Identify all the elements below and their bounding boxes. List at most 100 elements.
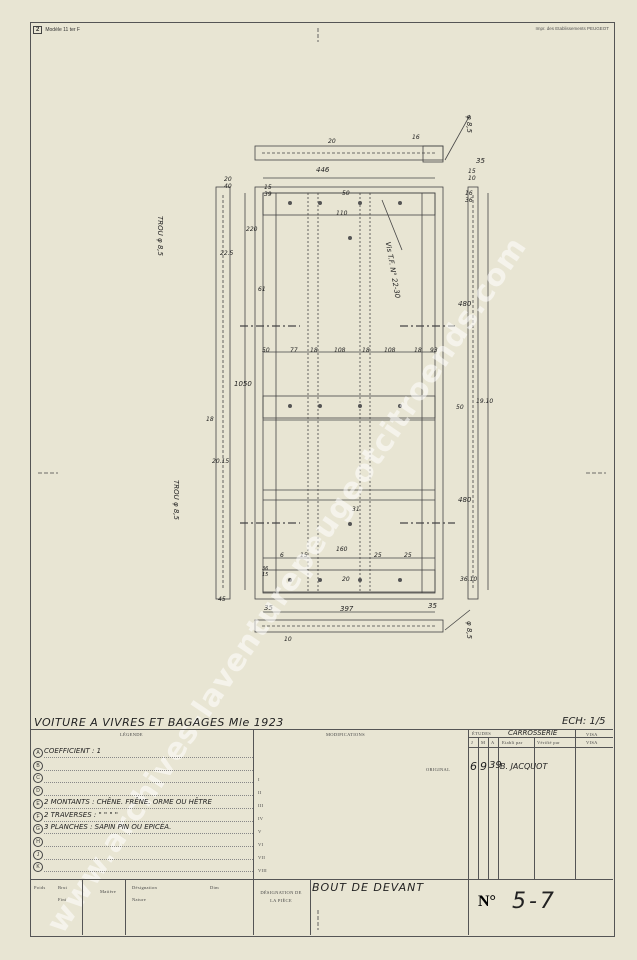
legend-letter: G	[33, 824, 43, 835]
col-verifie: Vérifié par	[537, 740, 560, 745]
legend-row: K	[30, 861, 253, 873]
legend-letter: E	[33, 798, 43, 809]
legend-text: 3 PLANCHES : SAPIN PIN OU EPICÉA.	[44, 823, 172, 832]
roman-5: V	[258, 829, 262, 834]
fini-label: Fini	[58, 897, 67, 902]
legend-letter: D	[33, 786, 43, 797]
original-by: B. JACQUOT	[500, 762, 548, 771]
note-trou-top: TROU φ 8,5	[155, 216, 164, 256]
dim-225: 22.5	[220, 250, 234, 257]
dim-b25b: 25	[404, 552, 412, 559]
roman-2: II	[258, 790, 262, 795]
dim-row-108b: 108	[384, 347, 396, 354]
legend-dotted-line	[44, 782, 253, 784]
roman-1: I	[258, 777, 260, 782]
note-trou-bot: TROU φ 8,5	[171, 480, 180, 520]
col-j: J	[471, 740, 474, 745]
dim-35-top: 35	[476, 157, 485, 165]
poids-label: Poids	[34, 885, 46, 890]
legend-letter: K	[33, 862, 43, 873]
top-rail	[262, 192, 436, 216]
dim-row-50: 50	[262, 347, 270, 354]
right-profile	[467, 186, 479, 600]
dim-row-18c: 18	[414, 347, 422, 354]
dim-row-18b: 18	[362, 347, 370, 354]
visa-sub: VISA	[586, 740, 598, 745]
legend-dotted-line	[44, 769, 253, 771]
legend-dotted-line	[44, 757, 253, 758]
legend-dotted-line	[44, 858, 253, 860]
dim-31: 31	[352, 506, 360, 513]
col-etabli: Etabli par	[502, 740, 523, 745]
sheet-header: 2 Modèle 11 ter F	[33, 26, 80, 34]
sheet-frame	[30, 22, 615, 937]
roman-6: VI	[258, 842, 264, 847]
dim-397: 397	[340, 605, 354, 613]
dim-18: 18	[206, 416, 214, 423]
roman-8: VIII	[258, 868, 267, 873]
etudes-label: ÉTUDES	[472, 731, 492, 736]
dim-20: 20	[328, 138, 336, 145]
designation-mat-label: Désignation	[132, 885, 158, 890]
piece-name: BOUT DE DEVANT	[312, 881, 425, 894]
dim-480-low: 480	[458, 496, 472, 504]
nature-label: Nature	[132, 897, 147, 902]
col-m: M	[481, 740, 486, 745]
dim-446: 446	[316, 166, 330, 174]
original-j: 6	[470, 760, 477, 773]
dim-row-77: 77	[290, 347, 298, 354]
dim-1050: 1050	[234, 380, 252, 388]
dim-label: Dim	[210, 885, 219, 890]
original-label: ORIGINAL	[426, 767, 451, 772]
dia-85-bot: φ 8,5	[464, 621, 473, 639]
original-m: 9	[480, 760, 487, 773]
title-block: LÉGENDE MODIFICATIONS ÉTUDES CARROSSERIE…	[30, 729, 613, 935]
sheet-number: 2	[33, 26, 43, 34]
legend-row: D	[30, 785, 253, 797]
bottom-rail	[262, 569, 436, 593]
legend-text: COEFFICIENT : 1	[44, 747, 102, 755]
dim-row-93: 93	[430, 347, 438, 354]
legend-letter: B	[33, 760, 43, 771]
dim-3610: 36.10	[460, 576, 478, 583]
modifications-label: MODIFICATIONS	[326, 732, 365, 737]
no-label: N°	[478, 893, 496, 910]
legend-dotted-line	[44, 807, 253, 809]
dim-16: 16	[412, 134, 420, 141]
col-a: A	[491, 740, 495, 745]
legend-dotted-line	[44, 845, 253, 847]
dim-b45: 45	[218, 596, 226, 603]
brut-label: Brut	[58, 885, 68, 890]
legend-dotted-line	[44, 871, 253, 873]
designation-piece-label: DÉSIGNATION DE LA PIÈCE	[260, 890, 302, 903]
dim-b25: 25	[374, 552, 382, 559]
dim-b3615: 36 15	[262, 566, 269, 578]
legend-row: J	[30, 849, 253, 861]
legend-text: 2 MONTANTS : CHÊNE. FRÊNE. ORME OU HÊTRE	[44, 797, 212, 806]
dim-row-108a: 108	[334, 347, 346, 354]
legend-text: 2 TRAVERSES : " " " "	[44, 810, 119, 819]
legend-letter: C	[33, 773, 43, 784]
left-profile	[215, 186, 231, 600]
dim-61: 61	[258, 286, 266, 293]
dim-2040: 20 40	[224, 176, 232, 190]
dim-480: 480	[458, 300, 472, 308]
dim-50-top: 50	[342, 190, 350, 197]
legend-letter: A	[33, 748, 43, 758]
drawing-scale: ECH: 1/5	[562, 716, 606, 727]
dim-10: 10	[284, 636, 292, 643]
dim-110: 110	[336, 210, 348, 217]
legend-row: C	[30, 772, 253, 784]
legend-row: B	[30, 760, 253, 772]
original-a: 39	[489, 760, 502, 771]
printer-credit: Impr. des Etablissements PEUGEOT	[535, 26, 609, 31]
legend-dotted-line	[44, 833, 253, 835]
dim-1510: 15 10	[468, 168, 476, 182]
roman-4: IV	[258, 816, 264, 821]
legend-dotted-line	[44, 820, 253, 822]
drawing-title: VOITURE A VIVRES ET BAGAGES Mle 1923	[34, 716, 284, 729]
